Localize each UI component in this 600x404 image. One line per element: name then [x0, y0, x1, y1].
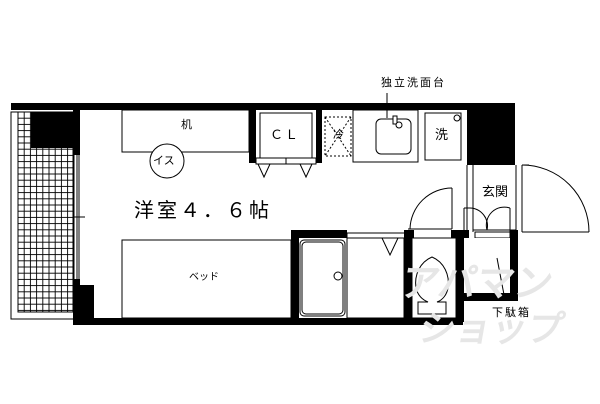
toilet-door — [408, 187, 453, 230]
bed — [121, 239, 292, 319]
toilet — [411, 237, 457, 319]
room-label: 洋室４．６帖 — [134, 198, 272, 222]
desk-label: 机 — [181, 118, 192, 131]
washer-label: 洗 — [435, 128, 449, 143]
walls — [11, 103, 518, 325]
window — [73, 155, 85, 279]
shoe-cabinet — [464, 238, 510, 293]
fridge-label: 冷 — [333, 128, 344, 141]
vanity-callout: 独立洗面台 — [381, 76, 446, 89]
closet — [255, 112, 317, 179]
shoe-cabinet-callout: 下駄箱 — [492, 306, 531, 319]
desk — [121, 109, 250, 153]
entrance-door — [521, 164, 590, 233]
entrance-label: 玄関 — [482, 185, 509, 200]
bathroom — [299, 232, 405, 319]
entrance — [463, 165, 523, 239]
balcony — [10, 111, 75, 320]
vanity-sink — [352, 93, 419, 163]
shoe-cabinet-leader — [496, 257, 506, 301]
refrigerator — [324, 116, 352, 157]
closet-label: ＣＬ — [270, 128, 301, 143]
chair-label: イス — [153, 154, 175, 167]
washing-machine — [424, 112, 462, 161]
bed-label: ベッド — [189, 272, 219, 283]
chair — [149, 143, 185, 179]
